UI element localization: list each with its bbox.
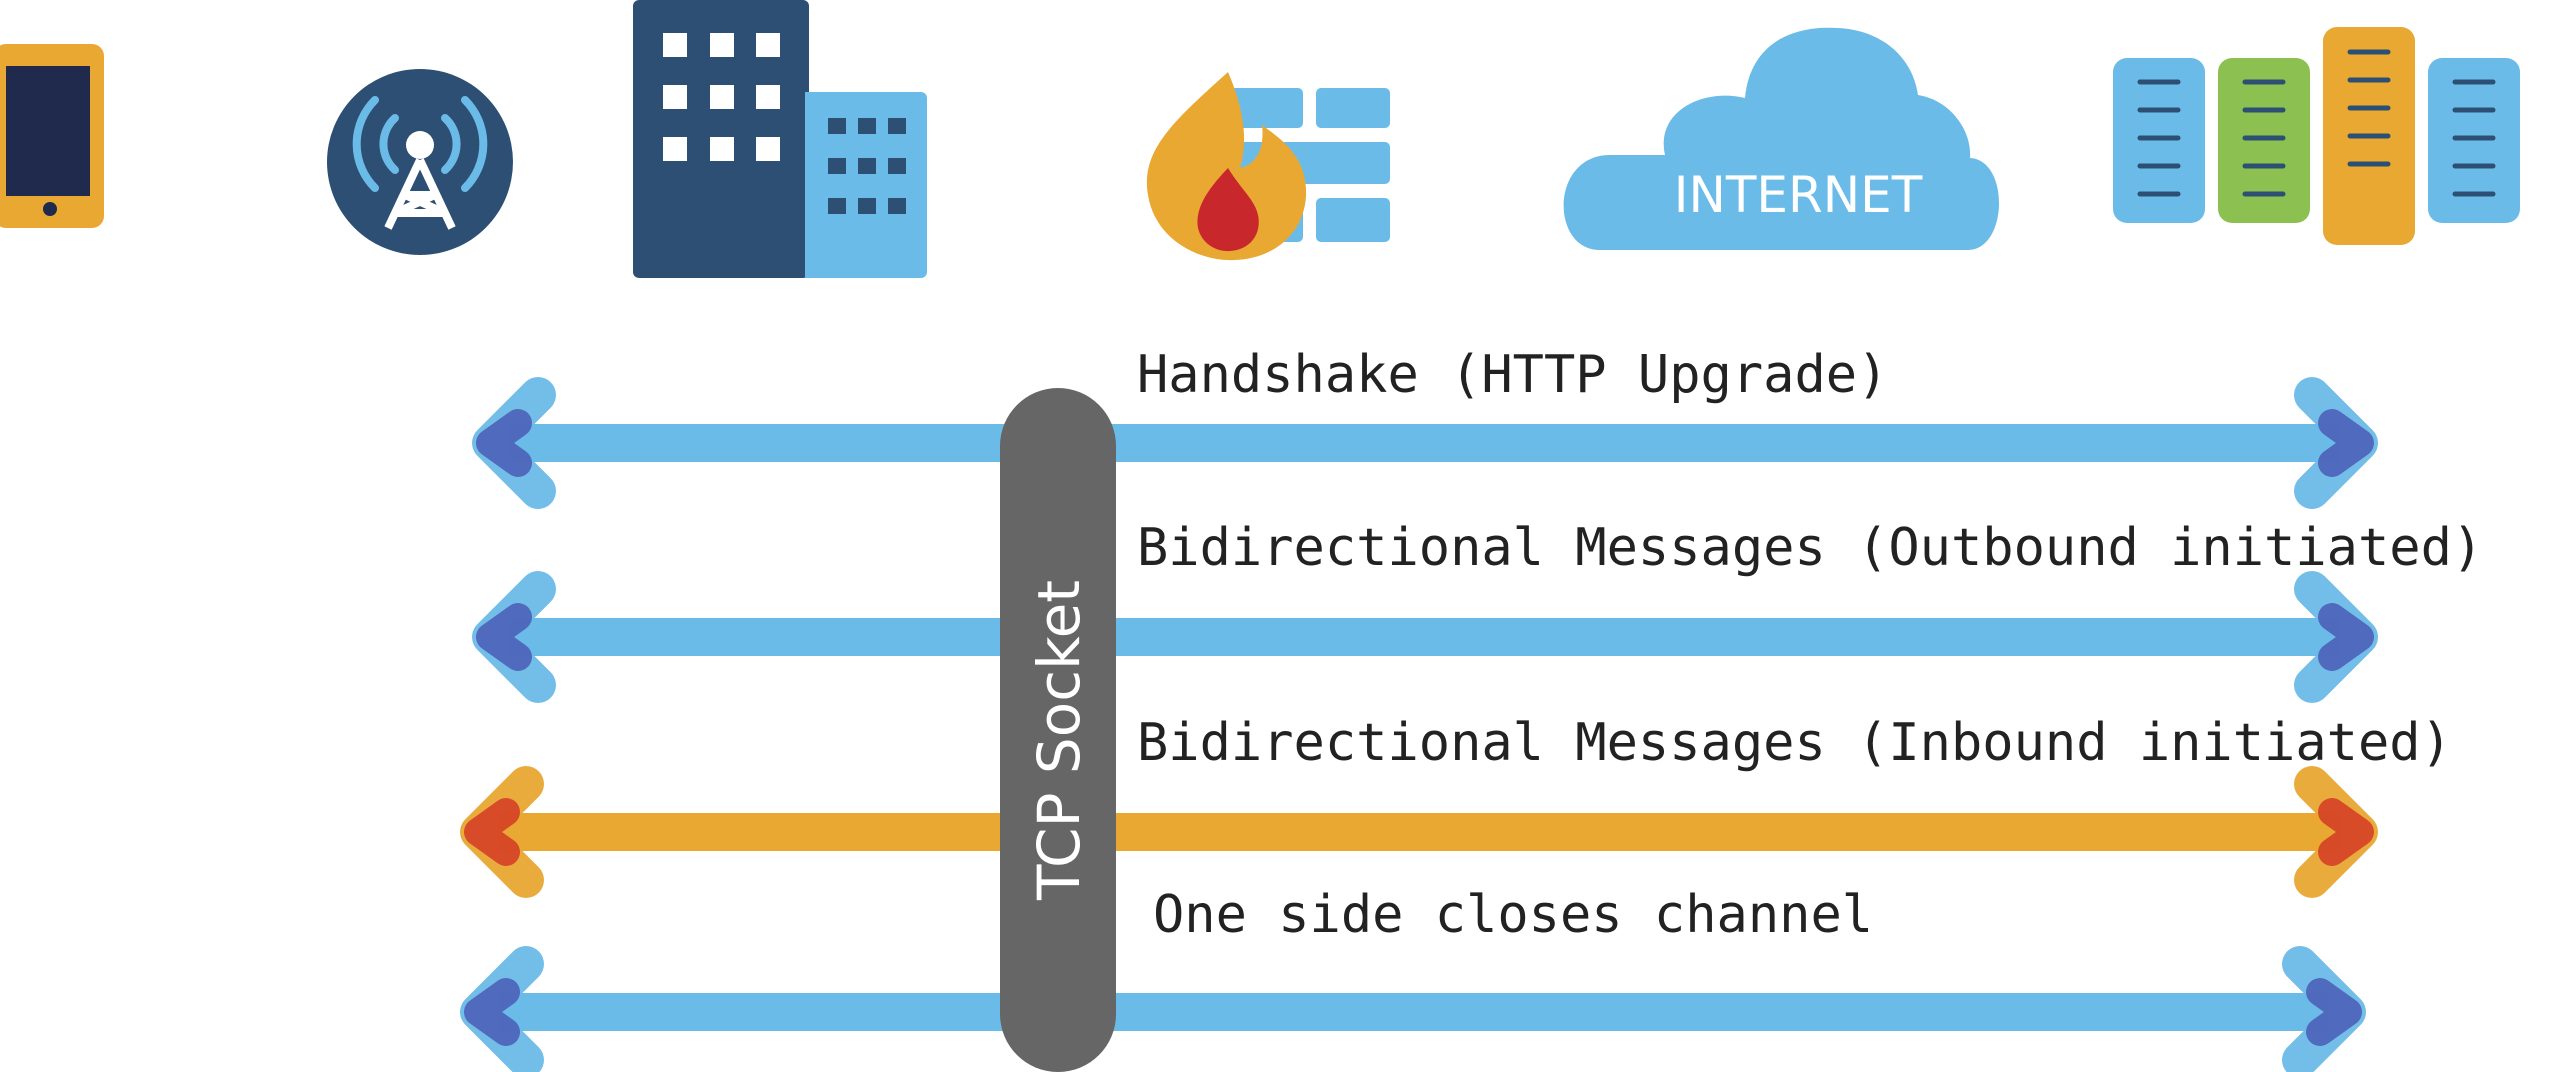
bidirectional-arrow [472,571,2378,703]
cell-tower-icon [327,69,513,255]
message-label: Bidirectional Messages (Inbound initiate… [1137,713,2452,773]
message-label: Handshake (HTTP Upgrade) [1137,345,1888,405]
cloud-label: INTERNET [1674,166,1923,224]
message-label: Bidirectional Messages (Outbound initiat… [1137,518,2483,578]
internet-cloud-icon: INTERNET [1563,27,2000,251]
office-buildings-icon [633,0,927,278]
tcp-socket: TCP Socket [1000,388,1116,1072]
bidirectional-arrow [460,766,2378,898]
bidirectional-arrow [460,946,2366,1072]
bidirectional-arrow [472,377,2378,509]
tcp-socket-label: TCP Socket [1025,580,1093,901]
phone-icon [0,44,104,228]
server-rack-icon [2113,27,2520,245]
message-label: One side closes channel [1153,885,1873,945]
firewall-icon [1146,72,1390,261]
